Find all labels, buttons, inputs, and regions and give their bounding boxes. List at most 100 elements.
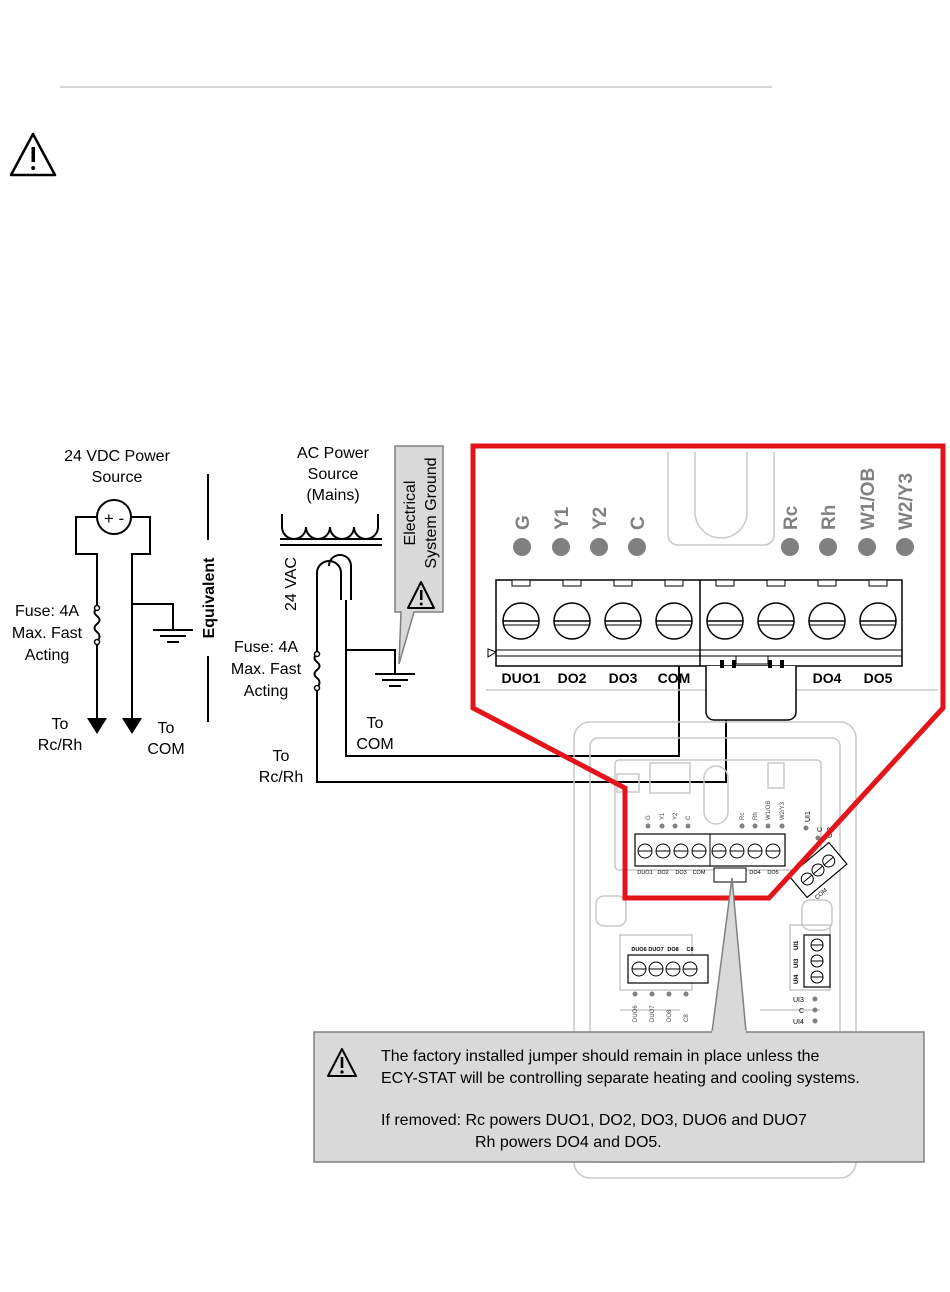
small-led-label: Rh xyxy=(753,812,759,820)
ac-fuse-line3: Acting xyxy=(244,683,288,700)
ground-callout: Electrical System Ground xyxy=(394,445,444,665)
ac-transformer-secondary xyxy=(316,560,342,600)
ac-fuse-line1: Fuse: 4A xyxy=(234,639,298,656)
status-led xyxy=(513,538,531,556)
zoom-highlight-frame xyxy=(470,443,946,901)
terminal-label: DO2 xyxy=(558,670,587,686)
small-com-connector: COM xyxy=(788,841,848,901)
small-terminal-label: COM xyxy=(693,870,706,876)
terminal-label: DO3 xyxy=(609,670,638,686)
svg-text:C: C xyxy=(799,1008,804,1015)
small-led xyxy=(645,823,651,829)
ac-source-title-line2: Source xyxy=(308,466,359,483)
svg-text:UI3: UI3 xyxy=(794,958,800,968)
status-led xyxy=(858,538,876,556)
terminal-tab xyxy=(664,579,684,587)
ground-callout-line2: System Ground xyxy=(423,457,440,568)
ac-out-com-line1: To xyxy=(367,715,384,732)
lower-terminal-label: DO8 xyxy=(667,947,678,953)
ac-power-source: AC Power Source (Mains) 24 VAC Fuse: 4A … xyxy=(231,445,727,786)
svg-text:UI4: UI4 xyxy=(793,1019,804,1026)
status-led xyxy=(819,538,837,556)
ac-source-title-line1: AC Power xyxy=(297,445,370,462)
lower-terminal-label: DUO7 xyxy=(648,947,663,953)
terminal-tab xyxy=(766,579,786,587)
small-led-label: Y1 xyxy=(660,812,666,820)
terminal-label: DO5 xyxy=(864,670,893,686)
dc-out-rc-line1: To xyxy=(52,716,69,733)
led-label: C xyxy=(628,516,649,530)
terminal-label: DUO1 xyxy=(502,670,541,686)
dc-fuse-line1: Fuse: 4A xyxy=(15,603,79,620)
terminal-label: DO4 xyxy=(813,670,842,686)
dc-fuse-symbol xyxy=(93,607,101,643)
small-led xyxy=(752,823,758,829)
svg-text:UI4: UI4 xyxy=(794,974,800,984)
lower-led-label: DUO6 xyxy=(633,1005,639,1022)
terminal-tab xyxy=(817,579,837,587)
ac-out-rc-line2: Rc/Rh xyxy=(259,769,303,786)
note-line4: Rh powers DO4 and DO5. xyxy=(475,1134,662,1151)
small-led-label: W1/OB xyxy=(766,801,772,820)
small-terminal-label: DO4 xyxy=(749,870,760,876)
small-led xyxy=(659,823,665,829)
lower-led-label: DUO7 xyxy=(650,1005,656,1022)
small-led xyxy=(672,823,678,829)
dc-source-polarity: + - xyxy=(104,509,124,528)
lower-led-label: DO8 xyxy=(667,1009,673,1022)
dc-source-title-line2: Source xyxy=(92,469,143,486)
ground-warning-icon xyxy=(407,581,435,609)
terminal-tab xyxy=(715,579,735,587)
dc-arrow-com xyxy=(122,718,142,734)
status-led xyxy=(628,538,646,556)
small-terminal-label: DO3 xyxy=(675,870,686,876)
status-led xyxy=(590,538,608,556)
status-led xyxy=(552,538,570,556)
dc-out-com-line1: To xyxy=(158,720,175,737)
lower-led xyxy=(649,991,655,997)
lower-terminal-label: C8 xyxy=(686,947,693,953)
jumper-note-callout: The factory installed jumper should rema… xyxy=(313,877,925,1163)
dc-source-title-line1: 24 VDC Power xyxy=(64,448,170,465)
terminal-tab xyxy=(562,579,582,587)
lower-led xyxy=(666,991,672,997)
small-led-label: Rc xyxy=(740,813,746,820)
led-label: Y1 xyxy=(552,506,573,530)
note-line1: The factory installed jumper should rema… xyxy=(381,1048,820,1065)
lower-led xyxy=(683,991,689,997)
ac-fuse-symbol xyxy=(313,653,321,689)
lower-led xyxy=(632,991,638,997)
ac-secondary-label: 24 VAC xyxy=(283,557,300,611)
ac-source-title-line3: (Mains) xyxy=(306,487,359,504)
small-terminal-label: DO2 xyxy=(657,870,668,876)
note-line3: If removed: Rc powers DUO1, DO2, DO3, DU… xyxy=(381,1112,807,1129)
small-led xyxy=(779,823,785,829)
led-label: Y2 xyxy=(590,507,611,530)
small-led xyxy=(685,823,691,829)
equivalent-divider: Equivalent xyxy=(201,474,218,722)
ac-out-com-line2: COM xyxy=(356,736,393,753)
led-label: G xyxy=(513,515,534,530)
ac-fuse-line2: Max. Fast xyxy=(231,661,302,678)
terminal-tab xyxy=(868,579,888,587)
led-label: W2/Y3 xyxy=(896,473,917,530)
lower-led-label: C8 xyxy=(684,1014,690,1022)
ac-ground-wire xyxy=(346,649,396,674)
status-led xyxy=(896,538,914,556)
side-terminal-block: UI1 UI3 UI4 UI3 C UI4 xyxy=(793,934,831,1026)
led-label: Rc xyxy=(781,505,802,530)
jumper xyxy=(705,666,797,721)
equivalent-label: Equivalent xyxy=(201,557,218,639)
dc-power-source: 24 VDC Power Source + - Fuse: 4A Max. Fa… xyxy=(12,448,193,758)
ground-callout-line1: Electrical xyxy=(402,481,419,546)
ac-wire-com xyxy=(345,600,680,757)
lower-terminal-label: DUO6 xyxy=(631,947,646,953)
svg-text:UI1: UI1 xyxy=(805,811,812,822)
device-backplate xyxy=(573,721,857,1179)
terminal-tab xyxy=(613,579,633,587)
note-line2: ECY-STAT will be controlling separate he… xyxy=(381,1070,860,1087)
terminal-tab xyxy=(511,579,531,587)
dc-fuse-line2: Max. Fast xyxy=(12,625,83,642)
